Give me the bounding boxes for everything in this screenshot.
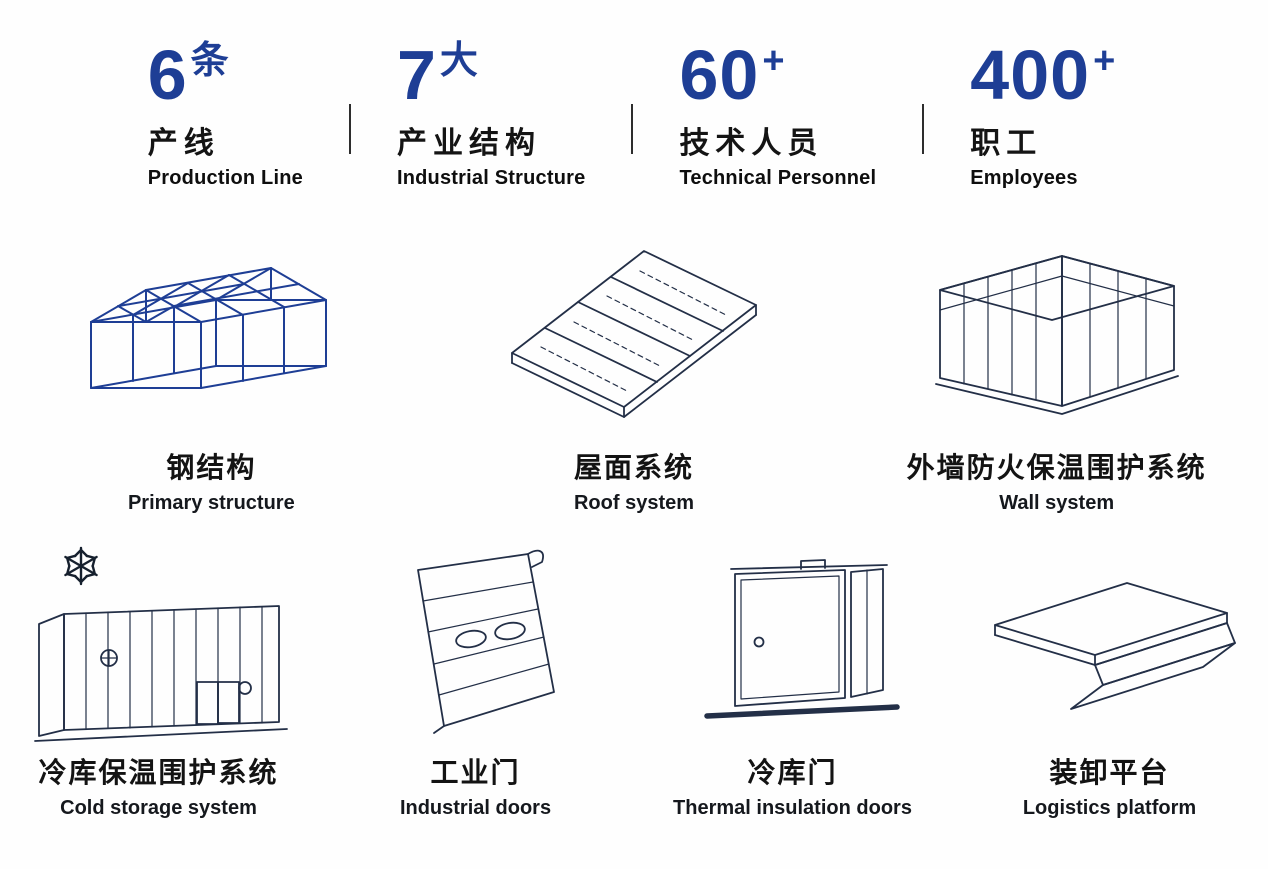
product-name-en: Cold storage system <box>60 797 257 819</box>
stat-label-en: Industrial Structure <box>396 167 586 189</box>
products-row-1: 钢结构 Primary structure <box>0 224 1268 515</box>
loading-platform-icon <box>977 543 1242 741</box>
stat-value: 7 <box>396 36 437 114</box>
steel-structure-icon <box>71 224 351 436</box>
products-row-2: 冷库保温围护系统 Cold storage system <box>0 543 1268 820</box>
product-name-en: Thermal insulation doors <box>673 797 912 819</box>
product-name-zh: 外墙防火保温围护系统 <box>906 452 1207 483</box>
stat-divider <box>348 104 351 154</box>
stat-label-zh: 职工 <box>970 127 1043 160</box>
industrial-door-icon <box>356 543 596 741</box>
product-name-zh: 装卸平台 <box>1049 757 1170 788</box>
product-name-en: Primary structure <box>127 492 295 514</box>
stat-label-en: Employees <box>970 167 1078 189</box>
product-cold-storage-door: 冷库门 Thermal insulation doors <box>634 543 951 820</box>
stat-divider <box>922 104 925 154</box>
stat-label-zh: 产线 <box>147 127 220 160</box>
stat-value: 60 <box>679 36 760 114</box>
product-roof-system: 屋面系统 Roof system <box>423 224 846 515</box>
product-name-zh: 冷库门 <box>747 757 838 788</box>
stat-technical-personnel: 60+ 技术人员 Technical Personnel <box>679 40 876 190</box>
product-name-en: Roof system <box>573 492 695 514</box>
stats-header: 6条 产线 Production Line 7大 产业结构 Industrial… <box>0 0 1268 190</box>
product-loading-platform: 装卸平台 Logistics platform <box>951 543 1268 820</box>
stat-label-zh: 技术人员 <box>679 127 824 160</box>
stat-value: 6 <box>147 36 188 114</box>
stat-suffix: 大 <box>439 40 478 82</box>
stat-label-en: Technical Personnel <box>679 167 877 189</box>
stat-label-en: Production Line <box>147 167 303 189</box>
product-name-en: Logistics platform <box>1022 797 1197 819</box>
snowflake-icon <box>63 546 98 586</box>
stat-label-zh: 产业结构 <box>396 127 541 160</box>
product-wall-system: 外墙防火保温围护系统 Wall system <box>845 224 1268 515</box>
wall-system-icon <box>912 224 1202 436</box>
product-name-zh: 工业门 <box>430 757 521 788</box>
product-name-zh: 冷库保温围护系统 <box>38 757 279 788</box>
roof-system-icon <box>494 224 774 436</box>
stat-suffix: 条 <box>190 40 229 82</box>
cold-storage-icon <box>9 543 309 742</box>
stat-suffix: + <box>1093 40 1116 82</box>
product-industrial-door: 工业门 Industrial doors <box>317 543 634 820</box>
product-name-zh: 钢结构 <box>166 452 257 483</box>
product-cold-storage: 冷库保温围护系统 Cold storage system <box>0 543 317 820</box>
stat-employees: 400+ 职工 Employees <box>970 40 1120 190</box>
stat-value: 400 <box>970 36 1091 114</box>
cold-storage-door-icon <box>663 543 923 741</box>
stat-production-line: 6条 产线 Production Line <box>148 40 303 190</box>
product-name-en: Wall system <box>999 492 1115 514</box>
product-name-en: Industrial doors <box>399 797 552 819</box>
product-steel-structure: 钢结构 Primary structure <box>0 224 423 515</box>
product-name-zh: 屋面系统 <box>573 452 694 483</box>
stat-divider <box>631 104 634 154</box>
stat-industrial-structure: 7大 产业结构 Industrial Structure <box>397 40 585 190</box>
stat-suffix: + <box>762 40 785 82</box>
